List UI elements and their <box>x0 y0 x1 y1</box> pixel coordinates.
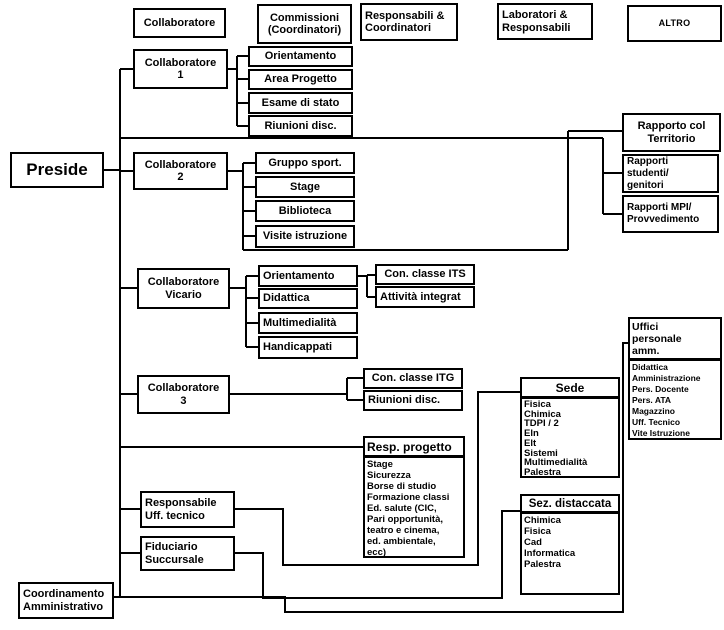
list-item: Palestra <box>524 559 561 570</box>
box-biblioteca: Biblioteca <box>255 200 355 222</box>
uffici-box: Uffici personale amm. Didattica Amminist… <box>628 317 722 440</box>
box-didattica: Didattica <box>258 288 358 309</box>
list-item: Fisica <box>524 526 551 537</box>
column-header-altro: ALTRO <box>627 5 722 42</box>
list-item: Cad <box>524 537 542 548</box>
list-item: Informatica <box>524 548 576 559</box>
column-header-collaboratore: Collaboratore <box>133 8 226 38</box>
list-item: Vite Istruzione <box>632 428 690 438</box>
sede-title: Sede <box>522 379 618 399</box>
box-esame-di-stato: Esame di stato <box>248 92 353 114</box>
resp-progetto-box: Resp. progetto Stage Sicurezza Borse di … <box>363 436 465 558</box>
node-coordinamento-amministrativo: Coordinamento Amministrativo <box>18 582 114 619</box>
list-item: teatro e cinema, <box>367 525 440 536</box>
box-visite-istruzione: Visite istruzione <box>255 225 355 248</box>
node-fiduciario-succursale: Fiduciario Succursale <box>140 536 235 571</box>
list-item: Stage <box>367 459 393 470</box>
box-multimedialita: Multimedialità <box>258 312 358 334</box>
box-riunioni-disc-c3: Riunioni disc. <box>363 390 463 411</box>
node-collaboratore-2: Collaboratore 2 <box>133 152 228 190</box>
box-con-classe-itg: Con. classe ITG <box>363 368 463 389</box>
box-area-progetto: Area Progetto <box>248 69 353 90</box>
list-item: Sistemi <box>524 447 558 459</box>
node-collaboratore-3: Collaboratore 3 <box>137 375 230 414</box>
box-handicappati: Handicappati <box>258 336 358 359</box>
list-item: ed. ambientale, <box>367 536 436 547</box>
list-item: Pers. ATA <box>632 395 672 405</box>
list-item: Eln <box>524 428 539 440</box>
node-responsabile-uff-tecnico: Responsabile Uff. tecnico <box>140 491 235 528</box>
list-item: Uff. Tecnico <box>632 417 681 427</box>
box-stage: Stage <box>255 176 355 198</box>
list-item: Pari opportunità, <box>367 514 443 525</box>
resp-progetto-list: Stage Sicurezza Borse di studio Formazio… <box>365 458 463 558</box>
box-rapporti-studenti-genitori: Rapporti studenti/ genitori <box>622 154 719 193</box>
column-header-commissioni: Commissioni (Coordinatori) <box>257 4 352 44</box>
node-preside: Preside <box>10 152 104 188</box>
list-item: Magazzino <box>632 406 675 416</box>
box-riunioni-disc-c1: Riunioni disc. <box>248 115 353 137</box>
sede-list: Fisica Chimica TDPI / 2 Eln Elt Sistemi … <box>522 399 618 478</box>
sez-distaccata-list: Chimica Fisica Cad Informatica Palestra <box>522 514 618 570</box>
box-gruppo-sport: Gruppo sport. <box>255 152 355 174</box>
node-collaboratore-1: Collaboratore 1 <box>133 49 228 89</box>
list-item: Chimica <box>524 515 561 526</box>
resp-progetto-title: Resp. progetto <box>365 438 463 458</box>
list-item: Pers. Docente <box>632 384 689 394</box>
sez-distaccata-title: Sez. distaccata <box>522 496 618 514</box>
list-item: ecc) <box>367 547 387 558</box>
box-con-classe-its: Con. classe ITS <box>375 264 475 285</box>
box-orientamento-c1: Orientamento <box>248 46 353 67</box>
list-item: Fisica <box>524 399 551 410</box>
list-item: Sicurezza <box>367 470 411 481</box>
list-item: Chimica <box>524 408 561 420</box>
uffici-title: Uffici personale amm. <box>630 319 720 361</box>
box-rapporti-mpi-provvedimento: Rapporti MPI/ Provvedimento <box>622 195 719 233</box>
box-rapporto-col-territorio: Rapporto col Territorio <box>622 113 721 152</box>
list-item: Borse di studio <box>367 481 437 492</box>
list-item: Ed. salute (CIC, <box>367 503 437 514</box>
uffici-list: Didattica Amministrazione Pers. Docente … <box>630 361 720 439</box>
sez-distaccata-box: Sez. distaccata Chimica Fisica Cad Infor… <box>520 494 620 595</box>
list-item: Amministrazione <box>632 373 701 383</box>
list-item: Palestra <box>524 466 561 478</box>
list-item: TDPI / 2 <box>524 418 559 430</box>
column-header-responsabili: Responsabili & Coordinatori <box>360 3 458 41</box>
list-item: Formazione classi <box>367 492 450 503</box>
list-item: Didattica <box>632 362 668 372</box>
list-item: Multimedialità <box>524 457 588 469</box>
box-orientamento-vicario: Orientamento <box>258 265 358 287</box>
box-attivita-integrat: Attività integrat <box>375 286 475 308</box>
column-header-laboratori: Laboratori & Responsabili <box>497 3 593 40</box>
sede-box: Sede Fisica Chimica TDPI / 2 Eln Elt Sis… <box>520 377 620 478</box>
node-collaboratore-vicario: Collaboratore Vicario <box>137 268 230 309</box>
list-item: Elt <box>524 437 537 449</box>
